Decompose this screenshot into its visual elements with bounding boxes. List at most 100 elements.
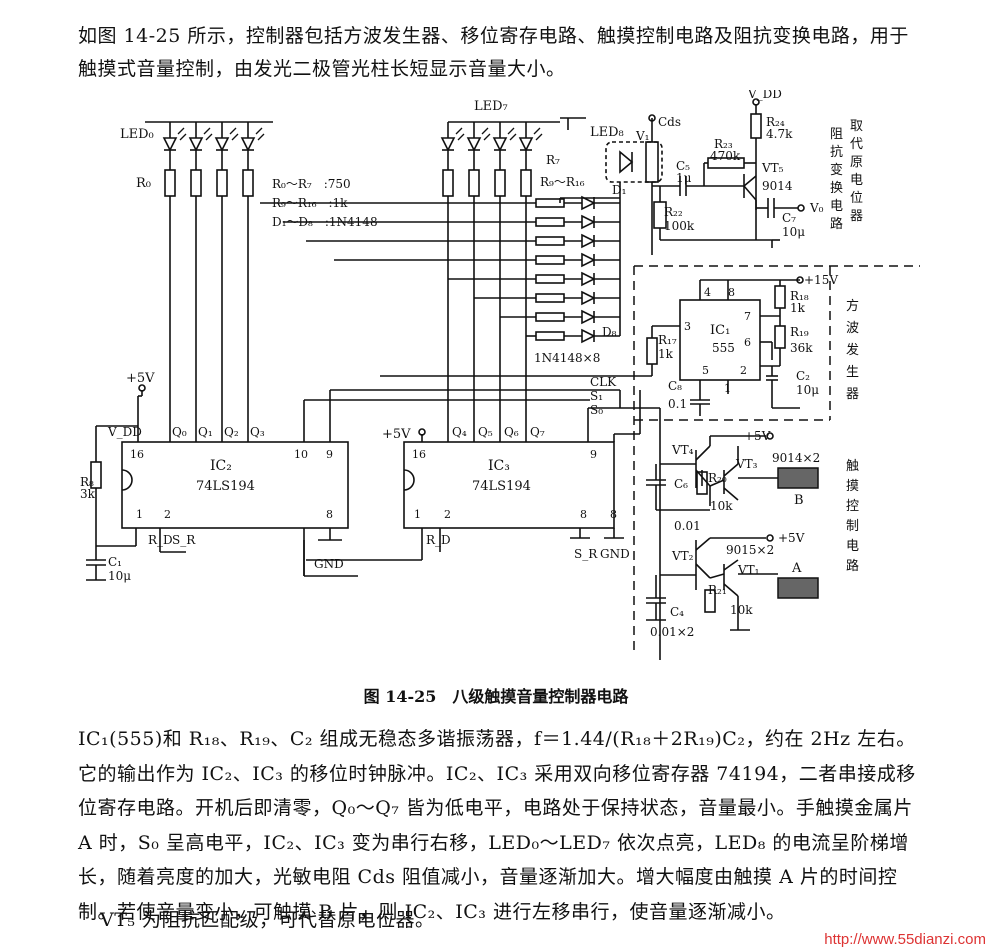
section-replace-4: 位 xyxy=(850,191,863,206)
section-square-3: 生 xyxy=(846,365,859,380)
label-p3: 3 xyxy=(684,320,691,333)
led-array-right xyxy=(448,117,586,130)
label-plus15: +15V xyxy=(804,273,838,287)
label-spec1: R₀～R₇ :750 xyxy=(272,177,351,191)
label-r17v: 1k xyxy=(658,347,674,361)
label-c6v: 0.01 xyxy=(674,519,701,533)
section-square-0: 方 xyxy=(846,298,859,314)
label-r22v: 100k xyxy=(664,219,695,233)
label-r9r16: R₉～R₁₆ xyxy=(540,175,585,189)
label-plus5c: +5V xyxy=(744,429,771,443)
resistor-symbol xyxy=(535,274,565,284)
impedance-converter xyxy=(652,98,805,248)
label-gnd1: GND xyxy=(314,557,344,571)
label-r19v: 36k xyxy=(790,341,813,355)
section-impedance-3: 换 xyxy=(830,181,843,196)
label-q3: Q₃ xyxy=(250,425,265,439)
label-q5: Q₅ xyxy=(478,425,493,439)
label-r18: R₁₈ xyxy=(790,289,809,303)
label-pada: A xyxy=(791,561,802,576)
label-p2c: 2 xyxy=(740,364,747,377)
label-r20v: 10k xyxy=(710,499,733,513)
label-p8c: 8 xyxy=(610,508,617,521)
label-p4: 4 xyxy=(704,286,711,299)
resistor-symbol xyxy=(535,312,565,322)
label-p2b: 2 xyxy=(444,508,451,521)
resistor-symbol xyxy=(468,169,480,197)
label-r19: R₁₉ xyxy=(790,325,809,339)
resistor-symbol xyxy=(535,236,565,246)
label-padb: B xyxy=(794,493,804,508)
led-array-left xyxy=(145,121,273,212)
label-d1: D₁ xyxy=(612,183,626,197)
label-led7: LED₇ xyxy=(474,99,508,114)
label-p6: 6 xyxy=(744,336,751,349)
label-p1b: 1 xyxy=(414,508,421,521)
label-c7: C₇ xyxy=(782,211,796,225)
label-c8: C₈ xyxy=(668,379,682,393)
section-touch-2: 控 xyxy=(846,499,859,514)
resistor-symbol xyxy=(535,255,565,265)
section-impedance-0: 阻 xyxy=(830,127,843,142)
diode-symbol xyxy=(581,328,596,344)
led-symbol xyxy=(492,137,508,152)
label-plus5d: +5V xyxy=(778,531,805,545)
section-impedance-2: 变 xyxy=(830,162,843,178)
label-p9a: 9 xyxy=(326,448,333,461)
section-touch-0: 触 xyxy=(846,459,859,474)
label-rd: R_D xyxy=(148,533,173,547)
label-vt12v: 9015×2 xyxy=(726,543,774,557)
label-c2v: 10μ xyxy=(796,383,819,397)
label-c2: C₂ xyxy=(796,369,810,383)
section-replace-5: 器 xyxy=(850,209,863,224)
label-ic1v: 555 xyxy=(712,341,735,355)
diode-symbol xyxy=(581,309,596,325)
label-r8v: 3k xyxy=(80,487,96,501)
label-rd3: R_D xyxy=(426,533,451,547)
label-p16a: 16 xyxy=(130,448,144,461)
label-vt4: VT₄ xyxy=(671,443,694,457)
label-led0: LED₀ xyxy=(120,127,154,142)
label-r22: R₂₂ xyxy=(664,205,683,219)
section-touch-4: 电 xyxy=(846,539,859,554)
resistor-symbol xyxy=(442,169,454,197)
diode-symbol xyxy=(581,290,596,306)
label-r21v: 10k xyxy=(730,603,753,617)
label-s1: S₁ xyxy=(590,389,603,403)
label-c8v: 0.1 xyxy=(668,397,687,411)
section-replace-0: 取 xyxy=(850,119,863,134)
label-vt3: VT₃ xyxy=(735,457,758,471)
resistor-symbol xyxy=(520,169,532,197)
label-r8: R₈ xyxy=(80,475,94,489)
label-p8a: 8 xyxy=(326,508,333,521)
diode-symbol xyxy=(581,195,596,211)
label-vt5: VT₅ xyxy=(761,161,784,175)
resistor-symbol xyxy=(535,217,565,227)
label-sr: S_R xyxy=(172,533,196,547)
section-square-2: 发 xyxy=(846,342,859,358)
section-replace-3: 电 xyxy=(850,173,863,188)
ic3-74ls194 xyxy=(306,390,661,660)
section-impedance-5: 路 xyxy=(830,216,843,232)
label-sr3: S_R xyxy=(574,547,598,561)
led-symbol xyxy=(162,137,178,152)
touch-control xyxy=(646,432,819,631)
label-clk: CLK xyxy=(590,375,617,389)
led-symbol xyxy=(240,137,256,152)
label-vdd_top: V_DD xyxy=(747,90,782,101)
label-q6: Q₆ xyxy=(504,425,519,439)
label-p16b: 16 xyxy=(412,448,426,461)
label-r24v: 4.7k xyxy=(766,127,793,141)
diode-symbol xyxy=(581,233,596,249)
label-ic1: IC₁ xyxy=(710,323,730,338)
led-symbol xyxy=(466,137,482,152)
label-ic2v: 74LS194 xyxy=(196,479,255,494)
label-vt5v: 9014 xyxy=(762,179,793,193)
led-symbol xyxy=(188,137,204,152)
section-replace-1: 代 xyxy=(850,137,863,152)
led-symbol xyxy=(518,137,534,152)
label-r24: R₂₄ xyxy=(766,115,785,129)
label-r17: R₁₇ xyxy=(658,333,677,347)
